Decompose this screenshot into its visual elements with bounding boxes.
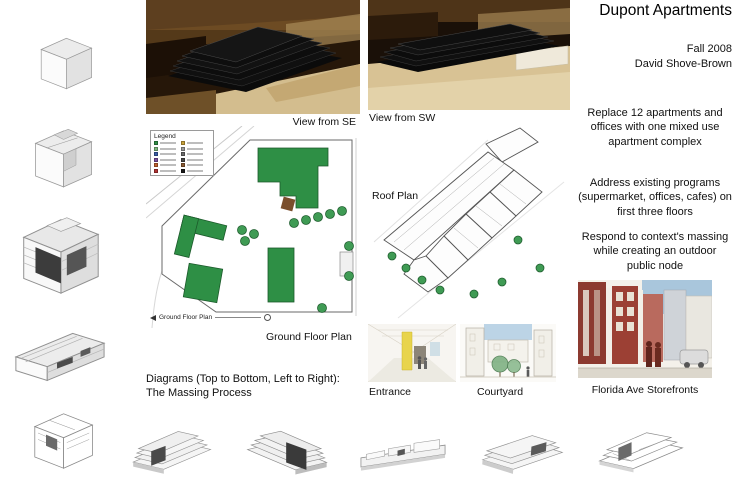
- legend-swatches-right: [181, 141, 203, 173]
- legend-item: [181, 168, 203, 173]
- massing-diagram-2: [20, 120, 104, 190]
- legend-item: [181, 157, 203, 162]
- sketchy-terraced-massing-icon: [598, 432, 684, 473]
- project-term: Fall 2008: [686, 43, 732, 55]
- legend-item: [181, 141, 203, 145]
- legend-item: [154, 152, 176, 156]
- storefronts-label: Florida Ave Storefronts: [591, 384, 699, 396]
- project-meta: Fall 2008 David Shove-Brown: [560, 42, 732, 72]
- model-photo-se-image: [146, 0, 360, 114]
- brief-paragraph-3: Respond to context's massing while creat…: [581, 231, 729, 272]
- ground-plan-label: Ground Floor Plan: [266, 331, 352, 343]
- entrance-sketch: [368, 324, 456, 382]
- massing-diagram-7: [242, 408, 334, 482]
- entrance-label: Entrance: [369, 386, 412, 398]
- massing-diagram-4: [10, 316, 108, 388]
- massing-diagram-9: [476, 410, 568, 480]
- legend-item: [154, 168, 176, 173]
- legend-columns: [154, 141, 210, 173]
- page-title: Dupont Apartments: [599, 2, 732, 19]
- cube-cut-sketch-icon: [34, 129, 93, 188]
- diagrams-caption-line1: Diagrams (Top to Bottom, Left to Right):: [146, 373, 340, 385]
- roof-plan-image: [373, 127, 565, 319]
- legend-item: [154, 146, 176, 151]
- ground-floor-plan-image: [146, 126, 357, 328]
- terraced-massing-mirror-icon: [246, 430, 328, 475]
- legend-swatches-left: [154, 141, 176, 173]
- ground-plan-annotation: Ground Floor Plan: [150, 314, 272, 321]
- north-arrow-icon: [150, 314, 156, 321]
- photo-label-se: View from SE: [292, 116, 356, 128]
- legend-title: Legend: [154, 133, 176, 140]
- massing-diagram-6: [126, 410, 216, 480]
- brief-paragraph-2: Address existing programs (supermarket, …: [578, 177, 732, 218]
- drawing-number-circle: [264, 314, 272, 321]
- plan-legend: Legend: [150, 130, 214, 176]
- cube-sketch-icon: [40, 37, 93, 90]
- bar-massing-sketch-icon: [14, 332, 106, 382]
- brief-paragraph-1: Replace 12 apartments and offices with o…: [587, 107, 723, 148]
- ground-floor-plan-drawing: [146, 126, 360, 328]
- diagrams-caption-line2: The Massing Process: [146, 386, 252, 399]
- storefronts-sketch: [578, 280, 712, 378]
- massing-diagram-1: [30, 28, 100, 92]
- photo-label-sw: View from SW: [369, 112, 436, 124]
- roof-plan-drawing: [368, 122, 570, 324]
- roof-plan-label: Roof Plan: [372, 190, 419, 202]
- terraced-massing-icon: [132, 431, 212, 474]
- legend-item: [181, 163, 203, 167]
- legend-item: [154, 141, 176, 145]
- courtyard-label: Courtyard: [477, 386, 524, 398]
- ground-plan-annotation-text: Ground Floor Plan: [159, 314, 213, 321]
- storefronts-sketch-image: [578, 280, 712, 378]
- legend-item: [154, 157, 176, 162]
- massing-diagram-5: [22, 400, 102, 474]
- sketchy-massing-icon: [33, 413, 94, 469]
- courtyard-sketch-image: [460, 324, 556, 382]
- project-author: David Shove-Brown: [634, 57, 732, 70]
- model-photo-se: [146, 0, 360, 114]
- carved-massing-sketch-icon: [22, 217, 100, 294]
- massing-diagram-8: [356, 414, 450, 478]
- entrance-sketch-image: [368, 324, 456, 382]
- courtyard-sketch: [460, 324, 556, 382]
- massing-diagram-3: [10, 206, 108, 298]
- annotation-line: [215, 317, 262, 318]
- stepped-bar-massing-icon: [360, 439, 446, 471]
- legend-item: [154, 163, 176, 167]
- diagrams-caption: Diagrams (Top to Bottom, Left to Right):…: [146, 373, 376, 401]
- model-photo-sw-image: [368, 0, 570, 110]
- massing-diagram-10: [592, 412, 690, 478]
- terraced-massing-rotated-icon: [481, 435, 564, 474]
- legend-item: [181, 152, 203, 156]
- legend-item: [181, 146, 203, 151]
- model-photo-sw: [368, 0, 570, 110]
